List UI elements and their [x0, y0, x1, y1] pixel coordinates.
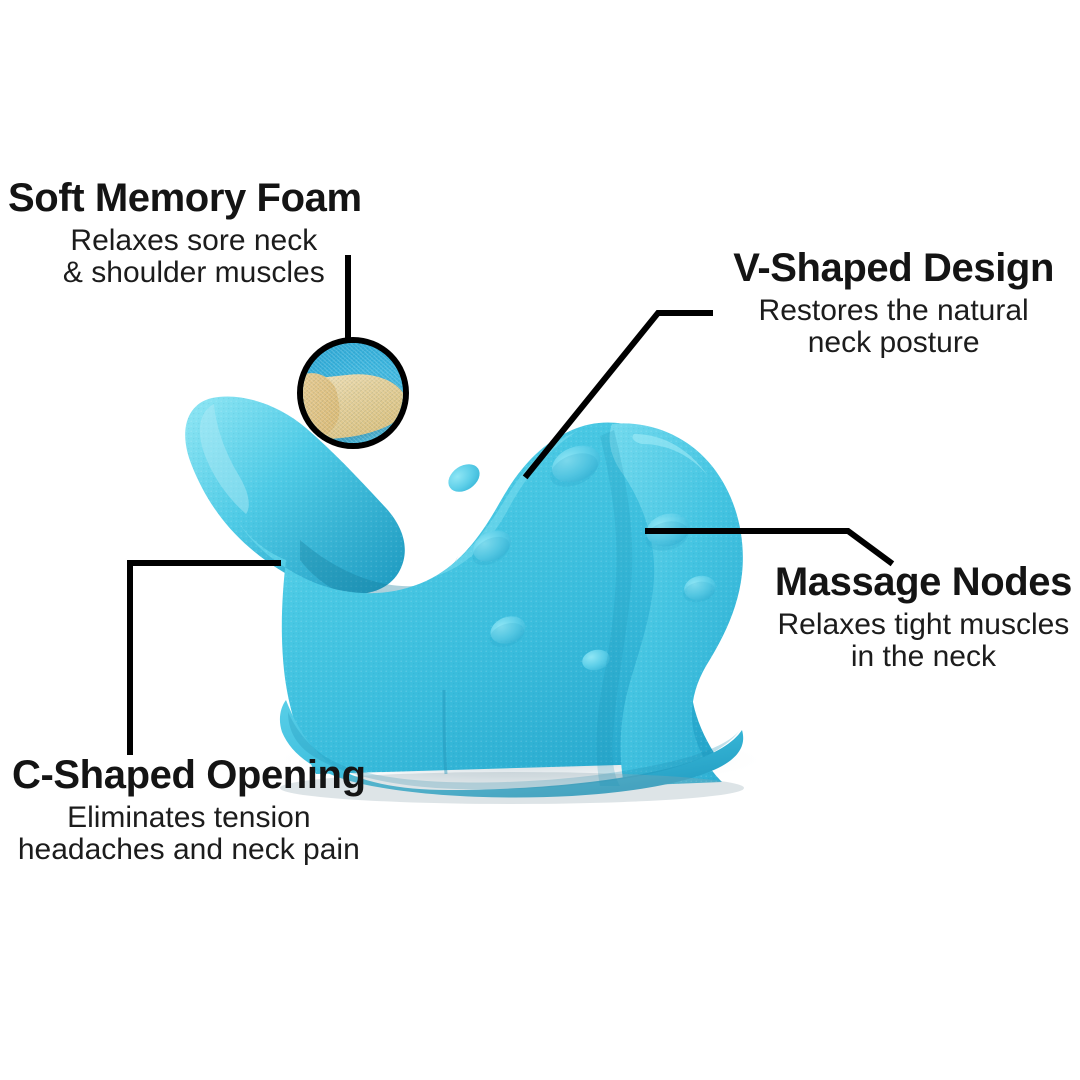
callout-subtitle-line2-soft-memory-foam: & shoulder muscles	[62, 256, 325, 290]
callout-subtitle-line1-c-shaped-opening: Eliminates tension	[67, 800, 311, 834]
callout-subtitle-line1-v-shaped-design: Restores the natural	[758, 293, 1029, 327]
leader-lines	[127, 255, 895, 755]
callout-title-massage-nodes: Massage Nodes	[774, 560, 1073, 604]
callout-subtitle-line2-c-shaped-opening: headaches and neck pain	[17, 833, 360, 867]
callout-title-v-shaped-design: V-Shaped Design	[733, 246, 1054, 290]
callout-v-shaped-design: V-Shaped Design Restores the natural nec…	[733, 248, 1054, 360]
product-base	[279, 700, 744, 804]
massage-nodes	[448, 445, 716, 671]
callout-massage-nodes: Massage Nodes Relaxes tight muscles in t…	[774, 560, 1073, 674]
callout-subtitle-line1-soft-memory-foam: Relaxes sore neck	[70, 223, 318, 257]
right-wing	[609, 423, 743, 786]
leader-massage-nodes	[645, 528, 895, 567]
leader-c-shaped-opening	[127, 560, 281, 755]
callout-title-soft-memory-foam: Soft Memory Foam	[8, 176, 362, 220]
callout-soft-memory-foam: Soft Memory Foam Relaxes sore neck & sho…	[8, 178, 362, 290]
leader-v-shaped-design	[522, 310, 713, 480]
memory-foam-magnifier	[297, 337, 409, 449]
callout-title-c-shaped-opening: C-Shaped Opening	[12, 753, 366, 797]
callout-subtitle-line1-massage-nodes: Relaxes tight muscles	[777, 607, 1070, 641]
callout-subtitle-line2-v-shaped-design: neck posture	[807, 326, 980, 360]
magnifier-foam-texture	[303, 343, 403, 443]
callout-c-shaped-opening: C-Shaped Opening Eliminates tension head…	[12, 755, 366, 867]
callout-subtitle-line2-massage-nodes: in the neck	[850, 640, 996, 674]
product-main-body	[236, 422, 720, 774]
c-shaped-arch	[185, 396, 405, 595]
